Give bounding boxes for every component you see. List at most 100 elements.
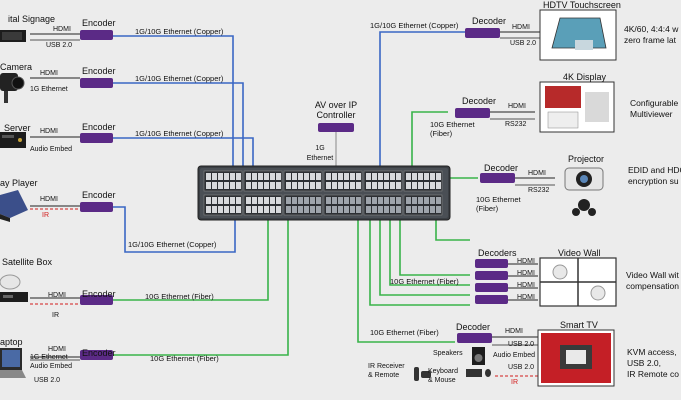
switch-port (230, 197, 235, 204)
switch-port (372, 182, 377, 189)
device-satellite: Satellite Box (2, 257, 53, 267)
switch-port (264, 182, 269, 189)
encoder-label-camera: Encoder (82, 66, 116, 76)
switch-port (412, 173, 417, 180)
bluray-icon (0, 190, 28, 222)
switch-port (344, 173, 349, 180)
switch-port (384, 197, 389, 204)
hdmi-label: HDMI (40, 70, 58, 77)
switch-port (252, 206, 257, 213)
switch-port (206, 173, 211, 180)
usb-label: USB 2.0 (510, 40, 537, 47)
switch-port (356, 182, 361, 189)
switch-port (276, 182, 281, 189)
controller-ethernet-label: 1G Ethernet (306, 145, 334, 162)
switch-port (366, 173, 371, 180)
switch-port (286, 197, 291, 204)
switch-port (252, 182, 257, 189)
ir-label: IR (511, 379, 518, 386)
hdmi-label: HDMI (40, 196, 58, 203)
encoder-box-camera (80, 78, 113, 88)
ir-receiver-label: IR Receiver & Remote (368, 363, 405, 379)
switch-port (344, 182, 349, 189)
switch-port (310, 197, 315, 204)
switch-port (326, 197, 331, 204)
decoder-box-wall-3 (475, 283, 508, 292)
hdmi-label: HDMI (517, 294, 535, 301)
device-digital-signage: ital Signage (8, 14, 56, 24)
switch-port (236, 197, 241, 204)
switch-port (396, 206, 401, 213)
digital-signage-icon (0, 30, 26, 42)
ir-label: IR (52, 312, 59, 319)
switch-port (356, 206, 361, 213)
encoder-box-satellite (80, 295, 113, 305)
laptop-icon (0, 348, 26, 378)
switch-port (218, 173, 223, 180)
usb-label: USB 2.0 (508, 364, 535, 371)
switch-port (350, 206, 355, 213)
switch-port (276, 206, 281, 213)
fiber-line-satellite (113, 217, 269, 301)
copper-label-bluray: 1G/10G Ethernet (Copper) (128, 240, 217, 249)
usb-label: USB 2.0 (46, 42, 73, 49)
decoder-box-wall-1 (475, 259, 508, 268)
encoder-box-laptop (80, 350, 113, 360)
switch-port (406, 182, 411, 189)
switch-port (298, 182, 303, 189)
usb-label: USB 2.0 (34, 377, 61, 384)
device-smart-tv: Smart TV (560, 320, 598, 330)
switch-port (366, 182, 371, 189)
switch-port (390, 206, 395, 213)
switch-port (332, 206, 337, 213)
encoder-label-server: Encoder (82, 122, 116, 132)
speakers-icon (472, 347, 485, 365)
switch-port (430, 197, 435, 204)
decoder-box-wall-4 (475, 295, 508, 304)
switch-port (424, 206, 429, 213)
switch-port (378, 182, 383, 189)
fiber-line-wall-2 (389, 217, 470, 286)
switch-port (270, 197, 275, 204)
switch-port (236, 182, 241, 189)
switch-port (258, 173, 263, 180)
ge-label: 1G Ethernet (30, 86, 68, 93)
device-server: Server (4, 123, 31, 133)
switch-port (212, 197, 217, 204)
fiber-label-4k: 10G Ethernet (Fiber) (430, 120, 475, 138)
device-laptop: aptop (0, 337, 23, 347)
switch-port (264, 173, 269, 180)
speakers-label: Speakers (433, 350, 463, 357)
switch-port (338, 182, 343, 189)
switch-port (310, 206, 315, 213)
switch-port (276, 173, 281, 180)
decoder-box-4k (455, 108, 490, 118)
decoder-label-4k: Decoder (462, 96, 497, 106)
switch-port (246, 173, 251, 180)
smart-tv-icon (537, 329, 615, 387)
projector-icon (564, 167, 604, 216)
switch-port (344, 206, 349, 213)
switch-port (258, 206, 263, 213)
switch-port (252, 197, 257, 204)
switch-port (366, 197, 371, 204)
desc-smart-tv: KVM access, USB 2.0, IR Remote co (627, 347, 679, 379)
encoders (80, 28, 515, 360)
switch-port (418, 197, 423, 204)
switch-port (430, 173, 435, 180)
hdmi-label: HDMI (505, 328, 523, 335)
switch-port (292, 206, 297, 213)
rs232-label: RS232 (528, 187, 550, 194)
fiber-line-wall-4 (369, 217, 470, 306)
switch-port (316, 197, 321, 204)
switch-port (286, 206, 291, 213)
switch-port (436, 173, 441, 180)
switch-port (326, 206, 331, 213)
switch-port (246, 182, 251, 189)
switch-port (424, 182, 429, 189)
switch-port (310, 173, 315, 180)
switch-port (326, 182, 331, 189)
switch-port (372, 206, 377, 213)
encoder-box-server (80, 133, 113, 143)
